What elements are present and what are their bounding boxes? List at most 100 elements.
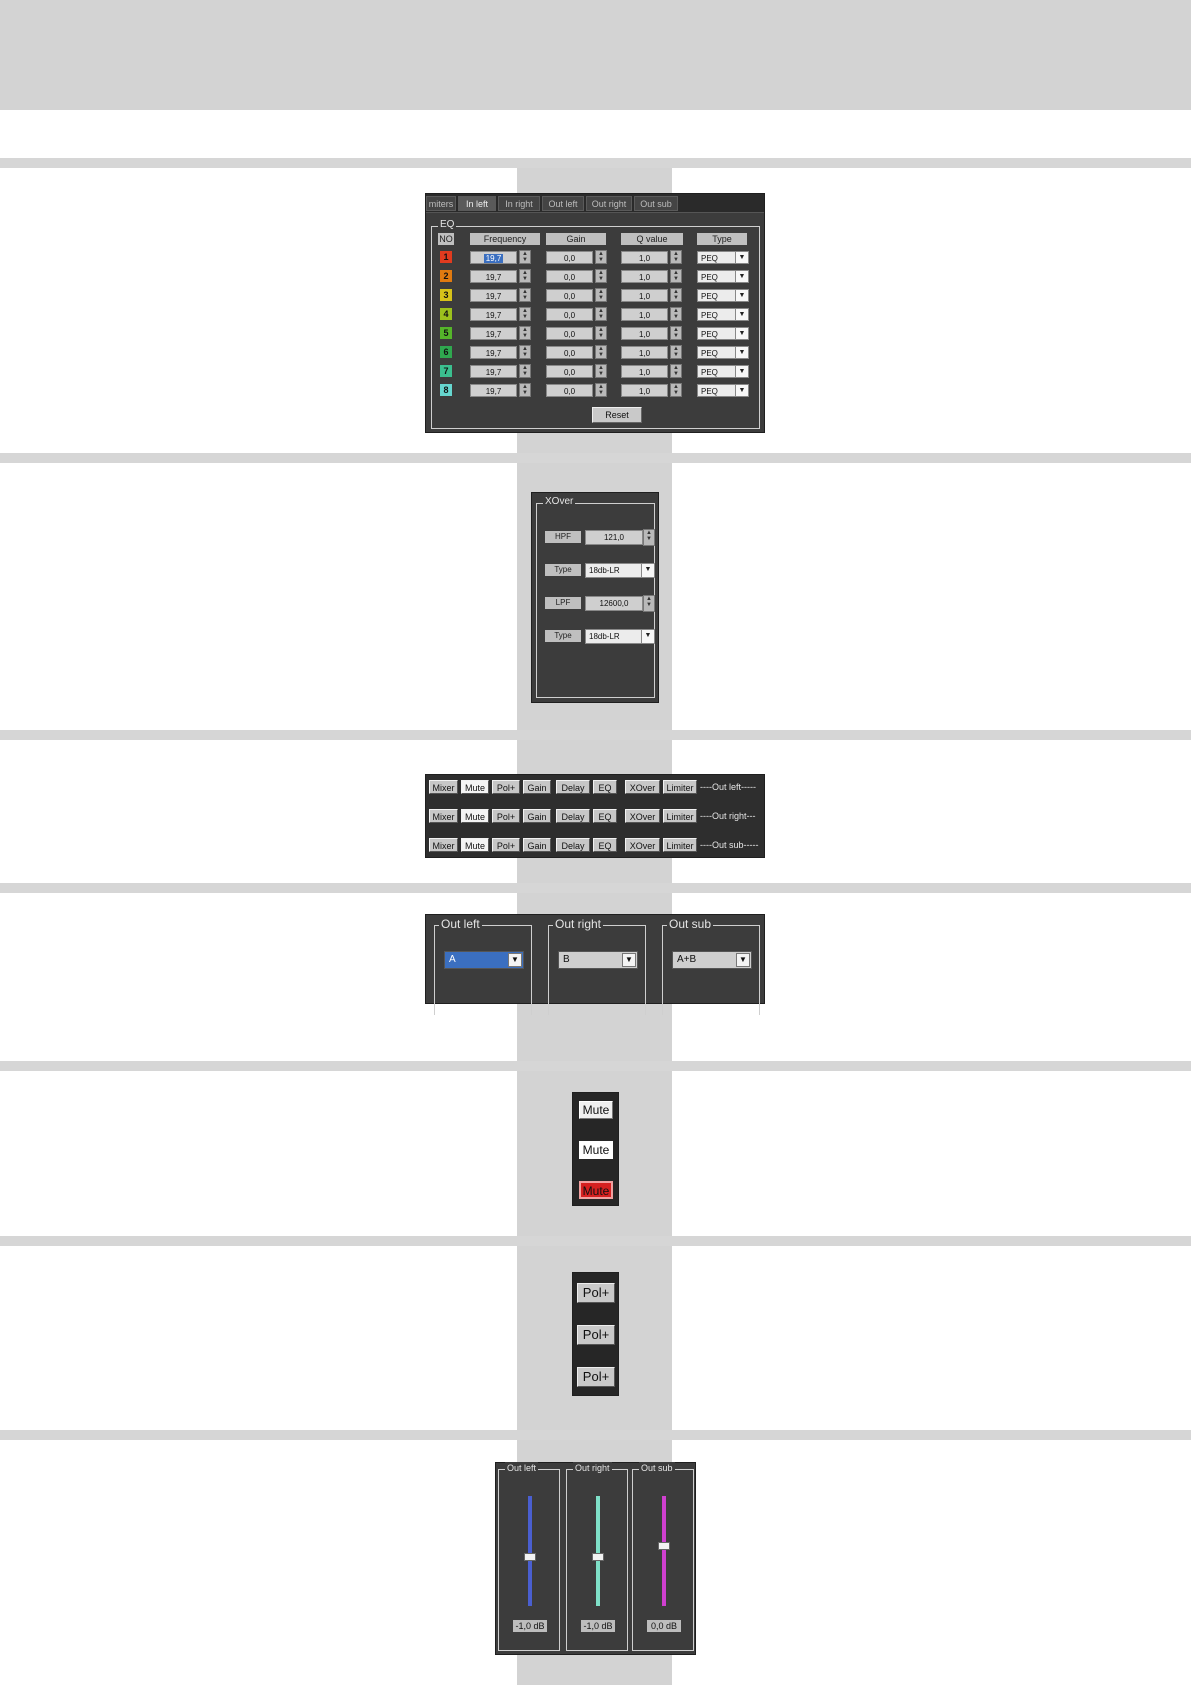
polarity-button[interactable]: Pol+ bbox=[577, 1325, 615, 1345]
chevron-down-icon[interactable]: ▼ bbox=[641, 564, 654, 577]
source-select[interactable]: A+B▼ bbox=[672, 951, 752, 969]
chevron-down-icon[interactable]: ▼ bbox=[735, 366, 748, 377]
q-value-spinner[interactable]: ▲▼ bbox=[670, 345, 682, 359]
gain-spinner[interactable]: ▲▼ bbox=[595, 364, 607, 378]
chevron-down-icon[interactable]: ▼ bbox=[735, 347, 748, 358]
lpf-frequency-input[interactable]: 12600,0 bbox=[585, 596, 643, 611]
chevron-down-icon[interactable]: ▼ bbox=[736, 953, 750, 967]
frequency-input[interactable]: 19,7 bbox=[470, 270, 517, 283]
fader-handle[interactable] bbox=[592, 1553, 604, 1561]
xover-button[interactable]: XOver bbox=[625, 809, 660, 823]
frequency-spinner[interactable]: ▲▼ bbox=[519, 269, 531, 283]
gain-button[interactable]: Gain bbox=[523, 780, 551, 794]
hpf-type-select[interactable]: 18db-LR▼ bbox=[585, 563, 655, 578]
filter-type-select[interactable]: PEQ▼ bbox=[697, 384, 749, 397]
mute-button[interactable]: Mute bbox=[579, 1141, 613, 1159]
filter-type-select[interactable]: PEQ▼ bbox=[697, 270, 749, 283]
gain-input[interactable]: 0,0 bbox=[546, 346, 593, 359]
eq-button[interactable]: EQ bbox=[593, 780, 617, 794]
chevron-down-icon[interactable]: ▼ bbox=[735, 328, 748, 339]
frequency-input[interactable]: 19,7 bbox=[470, 346, 517, 359]
q-value-input[interactable]: 1,0 bbox=[621, 384, 668, 397]
xover-button[interactable]: XOver bbox=[625, 780, 660, 794]
frequency-spinner[interactable]: ▲▼ bbox=[519, 345, 531, 359]
q-value-input[interactable]: 1,0 bbox=[621, 346, 668, 359]
q-value-input[interactable]: 1,0 bbox=[621, 308, 668, 321]
fader-handle[interactable] bbox=[524, 1553, 536, 1561]
q-value-spinner[interactable]: ▲▼ bbox=[670, 383, 682, 397]
eq-button[interactable]: EQ bbox=[593, 809, 617, 823]
chevron-down-icon[interactable]: ▼ bbox=[735, 385, 748, 396]
polarity-button[interactable]: Pol+ bbox=[492, 780, 520, 794]
frequency-spinner[interactable]: ▲▼ bbox=[519, 307, 531, 321]
chevron-down-icon[interactable]: ▼ bbox=[641, 630, 654, 643]
frequency-input[interactable]: 19,7 bbox=[470, 308, 517, 321]
frequency-spinner[interactable]: ▲▼ bbox=[519, 288, 531, 302]
q-value-input[interactable]: 1,0 bbox=[621, 365, 668, 378]
filter-type-select[interactable]: PEQ▼ bbox=[697, 289, 749, 302]
frequency-input[interactable]: 19,7 bbox=[470, 384, 517, 397]
frequency-spinner[interactable]: ▲▼ bbox=[519, 250, 531, 264]
frequency-spinner[interactable]: ▲▼ bbox=[519, 364, 531, 378]
chevron-down-icon[interactable]: ▼ bbox=[735, 290, 748, 301]
gain-input[interactable]: 0,0 bbox=[546, 308, 593, 321]
tab-out-left[interactable]: Out left bbox=[542, 196, 584, 211]
filter-type-select[interactable]: PEQ▼ bbox=[697, 308, 749, 321]
tab-out-right[interactable]: Out right bbox=[586, 196, 632, 211]
lpf-type-select[interactable]: 18db-LR▼ bbox=[585, 629, 655, 644]
gain-button[interactable]: Gain bbox=[523, 838, 551, 852]
tab-in-right[interactable]: In right bbox=[498, 196, 540, 211]
q-value-spinner[interactable]: ▲▼ bbox=[670, 269, 682, 283]
tab-limiters[interactable]: miters bbox=[426, 196, 456, 211]
chevron-down-icon[interactable]: ▼ bbox=[735, 309, 748, 320]
source-select[interactable]: B▼ bbox=[558, 951, 638, 969]
eq-button[interactable]: EQ bbox=[593, 838, 617, 852]
lpf-spinner[interactable]: ▲▼ bbox=[643, 595, 655, 612]
limiter-button[interactable]: Limiter bbox=[663, 809, 697, 823]
filter-type-select[interactable]: PEQ▼ bbox=[697, 251, 749, 264]
q-value-input[interactable]: 1,0 bbox=[621, 289, 668, 302]
chevron-down-icon[interactable]: ▼ bbox=[508, 953, 522, 967]
filter-type-select[interactable]: PEQ▼ bbox=[697, 346, 749, 359]
gain-input[interactable]: 0,0 bbox=[546, 384, 593, 397]
filter-type-select[interactable]: PEQ▼ bbox=[697, 365, 749, 378]
delay-button[interactable]: Delay bbox=[556, 838, 590, 852]
source-select[interactable]: A▼ bbox=[444, 951, 524, 969]
gain-spinner[interactable]: ▲▼ bbox=[595, 345, 607, 359]
polarity-button[interactable]: Pol+ bbox=[492, 838, 520, 852]
gain-input[interactable]: 0,0 bbox=[546, 365, 593, 378]
q-value-input[interactable]: 1,0 bbox=[621, 251, 668, 264]
fader-handle[interactable] bbox=[658, 1542, 670, 1550]
delay-button[interactable]: Delay bbox=[556, 780, 590, 794]
polarity-button[interactable]: Pol+ bbox=[492, 809, 520, 823]
limiter-button[interactable]: Limiter bbox=[663, 780, 697, 794]
mute-button[interactable]: Mute bbox=[461, 838, 489, 852]
chevron-down-icon[interactable]: ▼ bbox=[735, 271, 748, 282]
frequency-input[interactable]: 19,7 bbox=[470, 289, 517, 302]
q-value-spinner[interactable]: ▲▼ bbox=[670, 288, 682, 302]
hpf-frequency-input[interactable]: 121,0 bbox=[585, 530, 643, 545]
gain-spinner[interactable]: ▲▼ bbox=[595, 250, 607, 264]
filter-type-select[interactable]: PEQ▼ bbox=[697, 327, 749, 340]
reset-button[interactable]: Reset bbox=[592, 407, 642, 423]
limiter-button[interactable]: Limiter bbox=[663, 838, 697, 852]
mute-button[interactable]: Mute bbox=[579, 1181, 613, 1199]
tab-out-sub[interactable]: Out sub bbox=[634, 196, 678, 211]
tab-in-left[interactable]: In left bbox=[458, 196, 496, 211]
q-value-spinner[interactable]: ▲▼ bbox=[670, 326, 682, 340]
gain-spinner[interactable]: ▲▼ bbox=[595, 326, 607, 340]
mute-button[interactable]: Mute bbox=[579, 1101, 613, 1119]
gain-spinner[interactable]: ▲▼ bbox=[595, 288, 607, 302]
gain-spinner[interactable]: ▲▼ bbox=[595, 307, 607, 321]
gain-input[interactable]: 0,0 bbox=[546, 327, 593, 340]
chevron-down-icon[interactable]: ▼ bbox=[622, 953, 636, 967]
frequency-input[interactable]: 19,7 bbox=[470, 365, 517, 378]
polarity-button[interactable]: Pol+ bbox=[577, 1283, 615, 1303]
mixer-button[interactable]: Mixer bbox=[429, 838, 458, 852]
gain-spinner[interactable]: ▲▼ bbox=[595, 383, 607, 397]
q-value-spinner[interactable]: ▲▼ bbox=[670, 307, 682, 321]
mute-button[interactable]: Mute bbox=[461, 809, 489, 823]
polarity-button[interactable]: Pol+ bbox=[577, 1367, 615, 1387]
frequency-input[interactable]: 19,7 bbox=[470, 251, 517, 264]
gain-spinner[interactable]: ▲▼ bbox=[595, 269, 607, 283]
